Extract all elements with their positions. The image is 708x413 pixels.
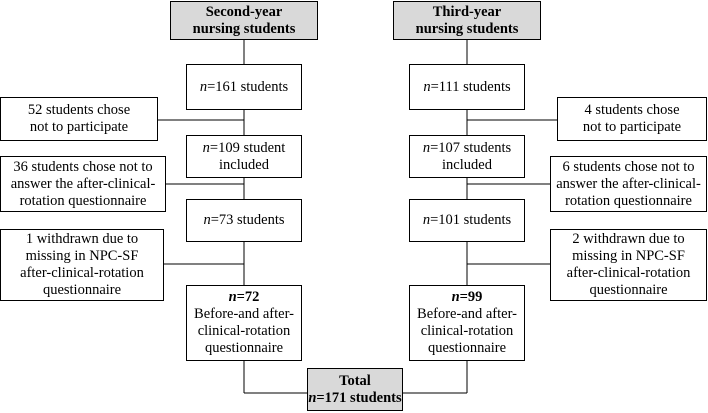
left-final-n: n=72	[228, 289, 260, 305]
left-n1-box: n=161 students	[186, 64, 302, 110]
left-n3-box: n=73 students	[186, 199, 302, 242]
right-exclusion-3: 2 withdrawn due to missing in NPC-SF aft…	[550, 229, 707, 301]
left-header-line-1: Second-year	[205, 3, 283, 20]
total-label: Total	[339, 372, 371, 389]
total-n: n=171 students	[308, 389, 402, 406]
left-final-box: n=72 Before-and after- clinical-rotation…	[186, 285, 302, 361]
left-n3-text: n=73 students	[203, 212, 285, 228]
right-header-line-2: nursing students	[415, 20, 519, 37]
left-exclusion-2: 36 students chose not to answer the afte…	[0, 156, 166, 212]
left-n2-text: n=109 student	[202, 139, 286, 156]
left-n1-text: n=161 students	[199, 78, 289, 95]
right-final-n: n=99	[451, 289, 483, 305]
right-final-box: n=99 Before-and after- clinical-rotation…	[409, 285, 525, 361]
right-n3-box: n=101 students	[409, 199, 525, 242]
right-exclusion-2: 6 students chose not to answer the after…	[550, 156, 707, 212]
right-exclusion-1: 4 students chose not to participate	[557, 97, 707, 141]
right-header-line-1: Third-year	[432, 3, 502, 20]
left-header-line-2: nursing students	[192, 20, 296, 37]
right-n1-text: n=111 students	[423, 78, 511, 95]
right-n1-box: n=111 students	[409, 64, 525, 110]
left-exclusion-1: 52 students chose not to participate	[0, 97, 158, 141]
left-exclusion-3: 1 withdrawn due to missing in NPC-SF aft…	[0, 229, 164, 301]
right-header-box: Third-year nursing students	[393, 1, 541, 40]
right-n3-text: n=101 students	[422, 212, 512, 228]
right-n2-box: n=107 students included	[409, 135, 525, 178]
right-n2-text: n=107 students	[422, 139, 512, 156]
total-box: Total n=171 students	[307, 368, 403, 411]
left-header-box: Second-year nursing students	[170, 1, 318, 40]
left-n2-box: n=109 student included	[186, 135, 302, 178]
